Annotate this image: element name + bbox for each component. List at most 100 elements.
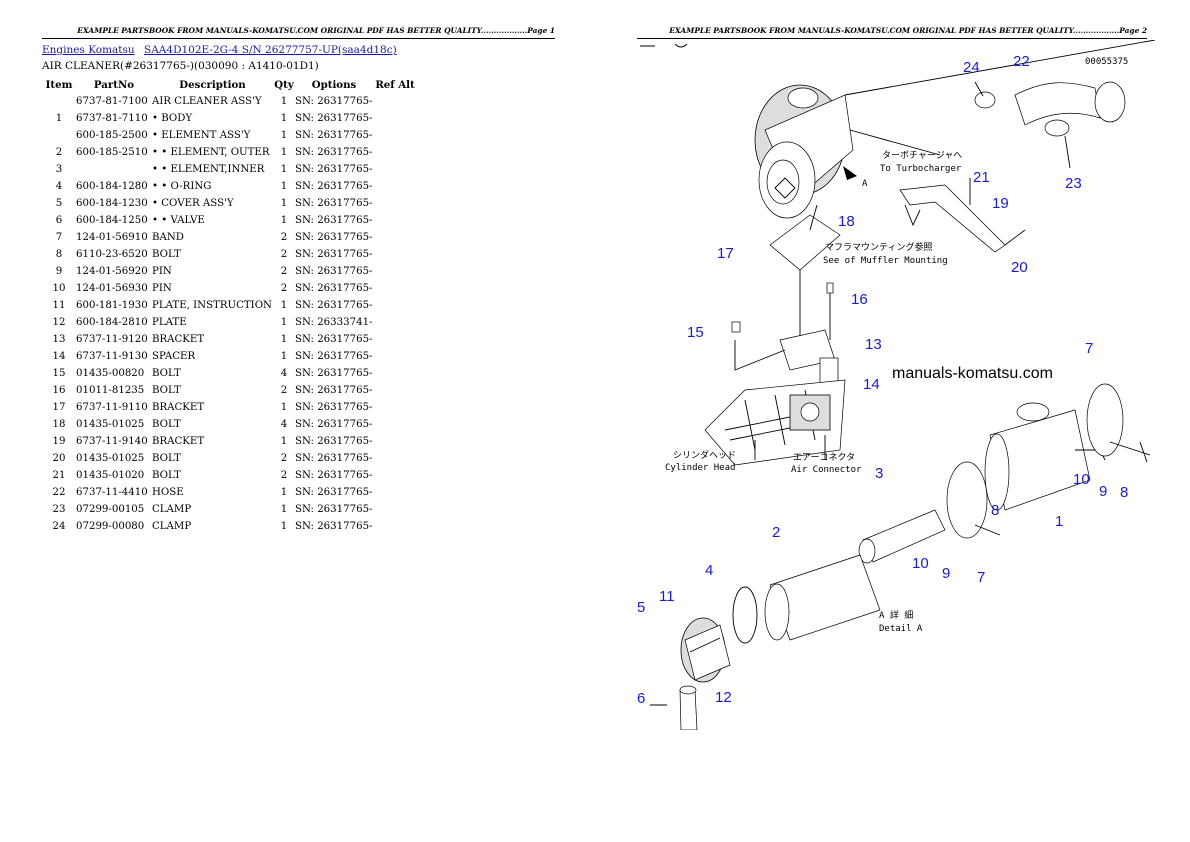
turbocharger-label: To Turbocharger — [880, 164, 962, 174]
cell-item: 4 — [55, 181, 63, 192]
cell-partno: 01011-81235 — [76, 385, 145, 396]
cell-refalt — [373, 501, 417, 518]
col-header-qty: Qty — [274, 78, 294, 91]
cell-partno: 124-01-56920 — [76, 266, 148, 277]
cell-refalt — [373, 93, 417, 110]
cell-description: BAND — [152, 232, 184, 243]
cell-refalt — [373, 263, 417, 280]
bracket-17-shape — [769, 214, 841, 271]
cell-options: SN: 26317765- — [295, 521, 373, 532]
callout-9: 9 — [1099, 483, 1107, 500]
callout-2: 2 — [772, 524, 780, 541]
cell-partno: 01435-01025 — [76, 419, 145, 430]
callout-10: 10 — [1073, 471, 1090, 488]
cell-partno: 600-185-2510 — [76, 147, 148, 158]
cell-options: SN: 26317765- — [295, 113, 373, 124]
cell-item: 16 — [52, 385, 66, 396]
cell-options: SN: 26317765- — [295, 181, 373, 192]
cell-options: SN: 26317765- — [295, 504, 373, 515]
view-a-arrow — [843, 166, 857, 180]
callout-3: 3 — [875, 465, 883, 482]
cell-options: SN: 26317765- — [295, 419, 373, 430]
cell-description: • BODY — [152, 113, 193, 124]
cell-qty: 4 — [280, 368, 288, 379]
cell-description: BOLT — [152, 470, 181, 481]
cell-options: SN: 26317765- — [295, 453, 373, 464]
cell-qty: 2 — [280, 232, 288, 243]
cell-qty: 2 — [280, 266, 288, 277]
cell-item: 11 — [52, 300, 66, 311]
cover-5-drawing — [680, 617, 731, 683]
cylinder-head-label: Cylinder Head — [665, 463, 735, 473]
cell-partno: 6737-11-9130 — [76, 351, 148, 362]
cell-options: SN: 26317765- — [295, 96, 373, 107]
col-header-refalt: Ref Alt — [375, 78, 415, 91]
callout-12: 12 — [715, 689, 732, 706]
cell-partno — [76, 161, 152, 178]
cell-refalt — [373, 144, 417, 161]
cell-refalt — [373, 518, 417, 535]
cell-qty: 1 — [280, 147, 288, 158]
diagram-top-marks — [640, 43, 688, 48]
cell-item: 24 — [52, 521, 66, 532]
cell-item: 19 — [52, 436, 66, 447]
callout-7: 7 — [977, 569, 985, 586]
cell-partno: 6737-11-9110 — [76, 402, 148, 413]
breadcrumb: Engines Komatsu SAA4D102E-2G-4 S/N 26277… — [42, 44, 403, 56]
body-1-drawing — [984, 402, 1115, 511]
parts-table: Item PartNo Description Qty Options Ref … — [42, 76, 417, 535]
cell-item: 7 — [55, 232, 63, 243]
cell-options: SN: 26317765- — [295, 487, 373, 498]
cell-refalt — [373, 195, 417, 212]
cell-options: SN: 26317765- — [295, 266, 373, 277]
breadcrumb-link-engines[interactable]: Engines Komatsu — [42, 44, 135, 56]
cell-partno: 6737-81-7110 — [76, 113, 148, 124]
cell-qty: 1 — [280, 198, 288, 209]
cell-qty: 1 — [280, 181, 288, 192]
cell-partno: 07299-00105 — [76, 504, 145, 515]
cell-description: • • ELEMENT, OUTER — [152, 147, 270, 158]
cell-refalt — [373, 297, 417, 314]
breadcrumb-link-model[interactable]: SAA4D102E-2G-4 S/N 26277757-UP(saa4d18c) — [144, 44, 397, 56]
drawing-number: 00055375 — [1085, 57, 1128, 67]
cell-item: 3 — [55, 164, 63, 175]
cell-item: 13 — [52, 334, 66, 345]
cell-qty: 1 — [280, 130, 288, 141]
col-header-partno: PartNo — [93, 78, 135, 91]
cell-description: PLATE — [152, 317, 187, 328]
cell-qty: 1 — [280, 300, 288, 311]
spacer-14-shape — [819, 357, 839, 385]
cell-options: SN: 26317765- — [295, 402, 373, 413]
table-header-row: Item PartNo Description Qty Options Ref … — [42, 76, 417, 93]
view-a-label: A — [862, 179, 868, 189]
cell-partno: 6737-11-4410 — [76, 487, 148, 498]
cell-item: 5 — [55, 198, 63, 209]
cell-refalt — [373, 348, 417, 365]
cell-description: AIR CLEANER ASS'Y — [152, 96, 262, 107]
callout-1: 1 — [1055, 513, 1063, 530]
callout-17: 17 — [717, 245, 734, 262]
callout-8: 8 — [1120, 484, 1128, 501]
cell-item: 12 — [52, 317, 66, 328]
cell-qty: 2 — [280, 249, 288, 260]
callout-9: 9 — [942, 565, 950, 582]
cylinder-head-jp-label: シリンダヘッド — [673, 449, 736, 461]
cell-description: BOLT — [152, 453, 181, 464]
band-7-right-shape — [1086, 383, 1124, 457]
cell-item — [42, 127, 76, 144]
cell-qty: 1 — [280, 521, 288, 532]
cell-description: BRACKET — [152, 436, 205, 447]
callout-8: 8 — [991, 502, 999, 519]
cell-refalt — [373, 399, 417, 416]
cell-description: • • ELEMENT,INNER — [152, 164, 265, 175]
